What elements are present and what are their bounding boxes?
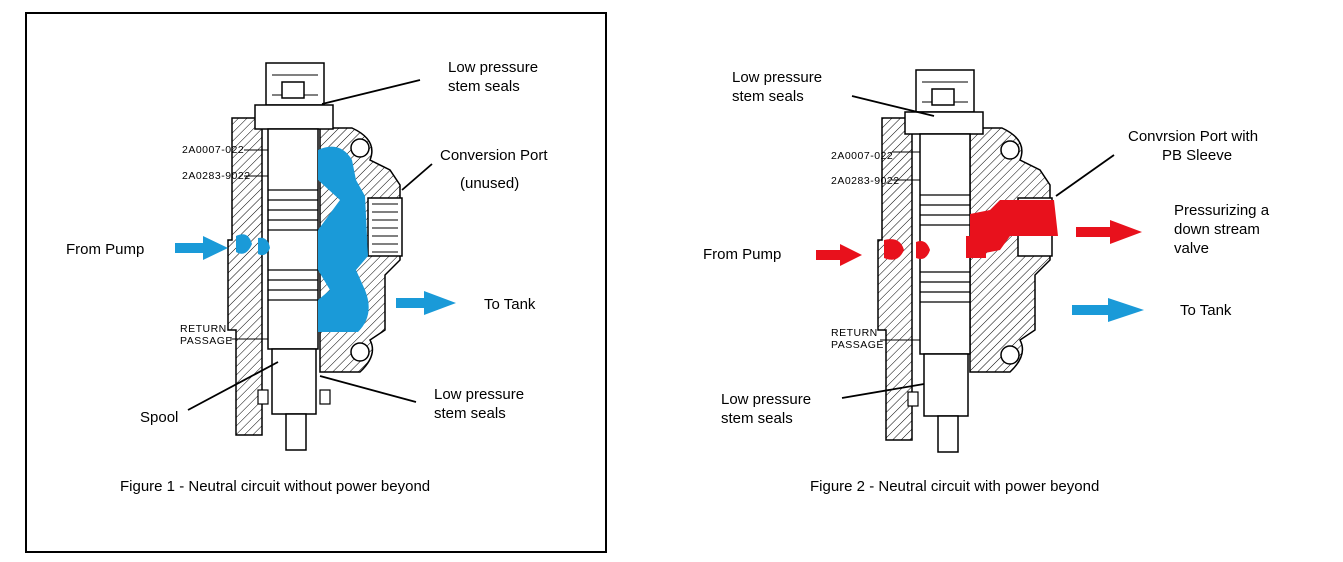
- figure-2-to-tank-arrow: [1072, 298, 1144, 322]
- figure-2-part-code-1: 2A0007-022: [831, 150, 894, 162]
- figure-2-leader-lines: [841, 95, 1115, 399]
- figure-2-pressurizing-label: Pressurizing a down stream valve: [1174, 202, 1270, 257]
- figure-1-part-code-2: 2A0283-9022: [182, 170, 251, 182]
- figure-1-part-code-1: 2A0007-022: [182, 144, 245, 156]
- figure-1-unused-label: (unused): [460, 175, 520, 192]
- figure-1-stem-seals-top-label: Low pressure stem seals: [448, 59, 539, 95]
- figure-2-return-passage-label: RETURN PASSAGE: [831, 327, 884, 351]
- figure-1-to-tank-label: To Tank: [484, 296, 536, 313]
- figure-2-conversion-port-label: Convrsion Port with PB Sleeve: [1128, 128, 1259, 164]
- figure-1-spool-label: Spool: [140, 409, 179, 426]
- figure-1-valve-drawing: [227, 62, 403, 451]
- figure-2-from-pump-arrow: [816, 244, 862, 266]
- figure-2-from-pump-label: From Pump: [703, 246, 782, 263]
- figure-2-valve-drawing: [877, 69, 1058, 453]
- figure-1-leader-lines: [187, 79, 433, 411]
- figure-1-from-pump-arrow: [175, 236, 228, 260]
- figure-2-to-tank-label: To Tank: [1180, 302, 1232, 319]
- figure-2-stem-seals-bottom-label: Low pressure stem seals: [721, 391, 812, 427]
- figure-2-caption: Figure 2 - Neutral circuit with power be…: [810, 478, 1100, 495]
- figure-2-pressurizing-arrow: [1076, 220, 1142, 244]
- figure-2-stem-seals-top-label: Low pressure stem seals: [732, 69, 823, 105]
- figure-1-caption: Figure 1 - Neutral circuit without power…: [120, 478, 431, 495]
- figure-1-return-passage-label: RETURN PASSAGE: [180, 323, 233, 347]
- figure-1-from-pump-label: From Pump: [66, 241, 145, 258]
- figure-2-part-code-2: 2A0283-9022: [831, 175, 900, 187]
- figure-1-stem-seals-bottom-label: Low pressure stem seals: [434, 386, 525, 422]
- figure-1-to-tank-arrow: [396, 291, 456, 315]
- figure-1-conversion-port-label: Conversion Port: [440, 147, 548, 164]
